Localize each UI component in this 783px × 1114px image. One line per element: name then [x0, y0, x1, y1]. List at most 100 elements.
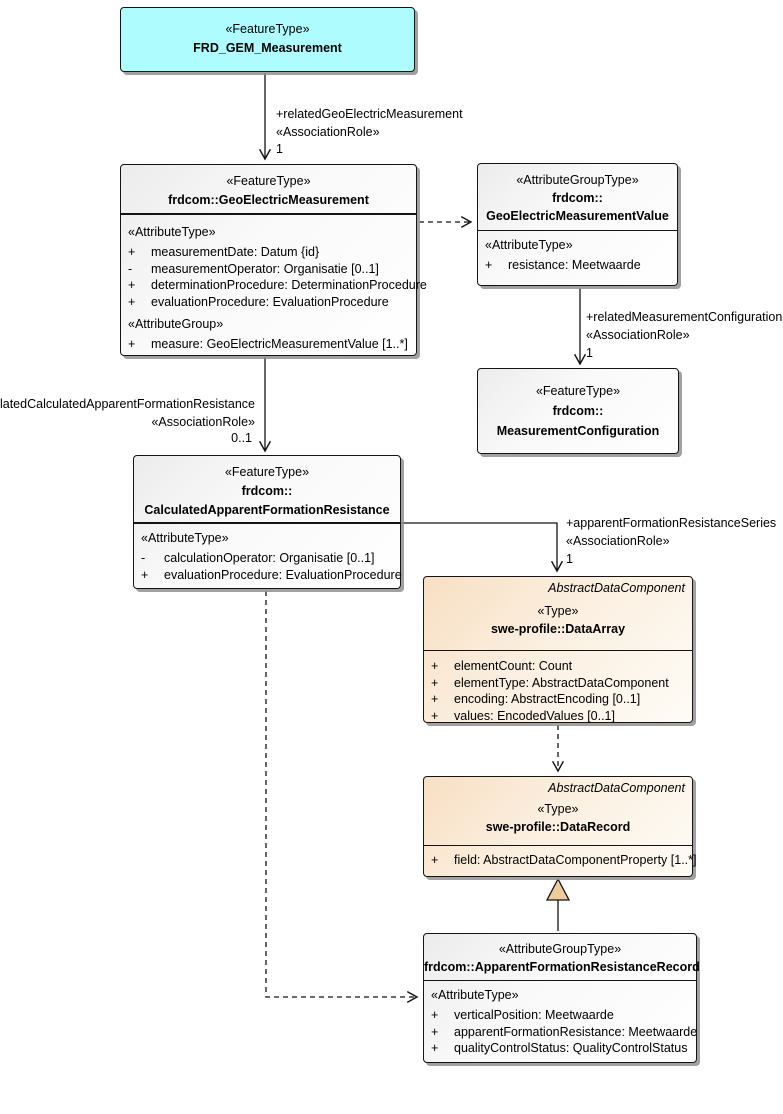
class-box-apparent-formation-resistance-record: «AttributeGroupType» frdcom::ApparentFor…: [423, 933, 700, 1063]
class-box-measurement-configuration: «FeatureType» frdcom:: MeasurementConfig…: [477, 368, 679, 454]
attribute-text: measurementOperator: Organisatie [0..1]: [151, 261, 379, 276]
generalization-triangle-icon: [545, 877, 571, 901]
class-name: frdcom::: [552, 191, 603, 205]
attribute-text: evaluationProcedure: EvaluationProcedure: [151, 294, 389, 309]
visibility-sign: +: [141, 567, 149, 582]
class-name: CalculatedApparentFormationResistance: [144, 503, 390, 517]
association-multiplicity: 1: [276, 142, 283, 156]
attribute-heading: «AttributeType»: [128, 225, 216, 239]
association-role-stereotype: «AssociationRole»: [276, 125, 380, 139]
attribute-text: resistance: Meetwaarde: [508, 258, 641, 272]
association-role-name: +relatedMeasurementConfiguration: [586, 310, 783, 324]
attribute-text: evaluationProcedure: EvaluationProcedure: [164, 567, 402, 582]
stereotype-label: «Type»: [537, 802, 579, 816]
attribute-row: + encoding: AbstractEncoding [0..1]: [431, 691, 690, 708]
attribute-heading: «AttributeGroup»: [128, 317, 224, 332]
attribute-heading: «AttributeType»: [431, 988, 519, 1002]
stereotype-label: «AttributeGroupType»: [498, 942, 622, 956]
class-name: frdcom::GeoElectricMeasurement: [168, 193, 369, 207]
class-name: frdcom::: [552, 404, 604, 418]
attribute-text: measure: GeoElectricMeasurementValue [1.…: [151, 337, 408, 352]
association-role-stereotype: «AssociationRole»: [566, 534, 670, 548]
attribute-row: + elementCount: Count: [431, 658, 690, 675]
attribute-text: determinationProcedure: DeterminationPro…: [151, 278, 427, 293]
attribute-row: + values: EncodedValues [0..1]: [431, 708, 690, 725]
attribute-row: + field: AbstractDataComponentProperty […: [431, 852, 697, 869]
attribute-row: + determinationProcedure: DeterminationP…: [128, 277, 427, 294]
attribute-compartment: «AttributeType» - calculationOperator: O…: [134, 522, 402, 584]
association-multiplicity: 1: [586, 346, 593, 360]
attribute-text: encoding: AbstractEncoding [0..1]: [454, 692, 641, 707]
attribute-row: - measurementOperator: Organisatie [0..1…: [128, 261, 414, 278]
attribute-row: + resistance: Meetwaarde: [485, 257, 675, 274]
attribute-text: calculationOperator: Organisatie [0..1]: [164, 551, 375, 565]
attribute-heading: «AttributeType»: [141, 531, 229, 545]
visibility-sign: +: [431, 1041, 439, 1056]
stereotype-label: «FeatureType»: [225, 22, 310, 36]
attribute-text: values: EncodedValues [0..1]: [454, 708, 615, 723]
class-box-geo-electric-measurement: «FeatureType» frdcom::GeoElectricMeasure…: [120, 164, 427, 356]
visibility-sign: -: [128, 261, 133, 276]
attribute-row: + evaluationProcedure: EvaluationProcedu…: [128, 294, 414, 311]
attribute-row: - calculationOperator: Organisatie [0..1…: [141, 550, 398, 567]
class-name: frdcom::ApparentFormationResistanceRecor…: [424, 960, 700, 974]
attribute-text: apparentFormationResistance: Meetwaarde: [454, 1024, 698, 1039]
attribute-compartment: + elementCount: Count + elementType: Abs…: [424, 650, 692, 724]
attribute-text: elementType: AbstractDataComponent: [454, 675, 669, 690]
visibility-sign: +: [431, 659, 439, 673]
parent-class-label: AbstractDataComponent: [548, 781, 685, 795]
association-role-name: +relatedGeoElectricMeasurement: [276, 107, 463, 121]
class-box-data-array: AbstractDataComponent «Type» swe-profile…: [423, 576, 693, 723]
visibility-sign: +: [431, 708, 439, 723]
attribute-row: + apparentFormationResistance: Meetwaard…: [431, 1024, 698, 1041]
stereotype-label: «Type»: [537, 604, 579, 618]
attribute-compartment: + field: AbstractDataComponentProperty […: [424, 845, 697, 869]
attribute-row: + qualityControlStatus: QualityControlSt…: [431, 1040, 694, 1057]
class-name: frdcom::: [241, 484, 293, 498]
attribute-heading: «AttributeType»: [485, 238, 573, 252]
class-name: MeasurementConfiguration: [496, 424, 660, 438]
attribute-row: + measure: GeoElectricMeasurementValue […: [128, 336, 414, 353]
association-multiplicity: 1: [566, 552, 573, 566]
association-multiplicity: 0..1: [231, 431, 252, 445]
visibility-sign: +: [431, 692, 439, 707]
visibility-sign: +: [128, 337, 136, 352]
class-box-geo-electric-measurement-value: «AttributeGroupType» frdcom:: GeoElectri…: [477, 163, 678, 286]
stereotype-label: «AttributeGroupType»: [516, 173, 639, 187]
visibility-sign: +: [431, 853, 439, 867]
class-box-frd-gem-measurement: «FeatureType» FRD_GEM_Measurement: [120, 7, 415, 72]
visibility-sign: +: [128, 278, 136, 293]
stereotype-label: «FeatureType»: [535, 384, 621, 398]
visibility-sign: +: [431, 1008, 439, 1022]
attribute-text: elementCount: Count: [454, 659, 573, 673]
attribute-row: + verticalPosition: Meetwaarde: [431, 1007, 694, 1024]
attribute-text: qualityControlStatus: QualityControlStat…: [454, 1041, 688, 1056]
class-name: GeoElectricMeasurementValue: [486, 209, 669, 223]
association-role-stereotype: «AssociationRole»: [151, 415, 255, 429]
class-name: swe-profile::DataRecord: [485, 820, 631, 834]
visibility-sign: +: [485, 258, 493, 272]
association-role-name: elatedCalculatedApparentFormationResista…: [0, 397, 255, 411]
visibility-sign: -: [141, 551, 146, 565]
association-role-name: +apparentFormationResistanceSeries: [566, 516, 777, 530]
attribute-text: field: AbstractDataComponentProperty [1.…: [454, 853, 697, 867]
association-role-stereotype: «AssociationRole»: [586, 328, 690, 342]
attribute-row: + evaluationProcedure: EvaluationProcedu…: [141, 567, 402, 584]
attribute-compartment: «AttributeType» + measurementDate: Datum…: [121, 213, 427, 353]
visibility-sign: +: [431, 675, 439, 690]
stereotype-label: «FeatureType»: [224, 465, 310, 479]
attribute-text: verticalPosition: Meetwaarde: [454, 1008, 614, 1022]
visibility-sign: +: [128, 294, 136, 309]
attribute-compartment: «AttributeType» + resistance: Meetwaarde: [478, 230, 677, 274]
class-box-calculated-apparent-formation-resistance: «FeatureType» frdcom:: CalculatedApparen…: [133, 455, 402, 589]
attribute-row: + elementType: AbstractDataComponent: [431, 675, 690, 692]
attribute-row: + measurementDate: Datum {id}: [128, 244, 414, 261]
attribute-text: measurementDate: Datum {id}: [151, 245, 320, 259]
association-arrow-calculated-to-dataarray: [401, 522, 564, 573]
class-name: swe-profile::DataArray: [490, 622, 626, 636]
dependency-arrow-calculated-to-afrrecord: [265, 591, 419, 1004]
visibility-sign: +: [431, 1024, 439, 1039]
class-name: FRD_GEM_Measurement: [193, 41, 342, 55]
class-box-data-record: AbstractDataComponent «Type» swe-profile…: [423, 776, 697, 877]
